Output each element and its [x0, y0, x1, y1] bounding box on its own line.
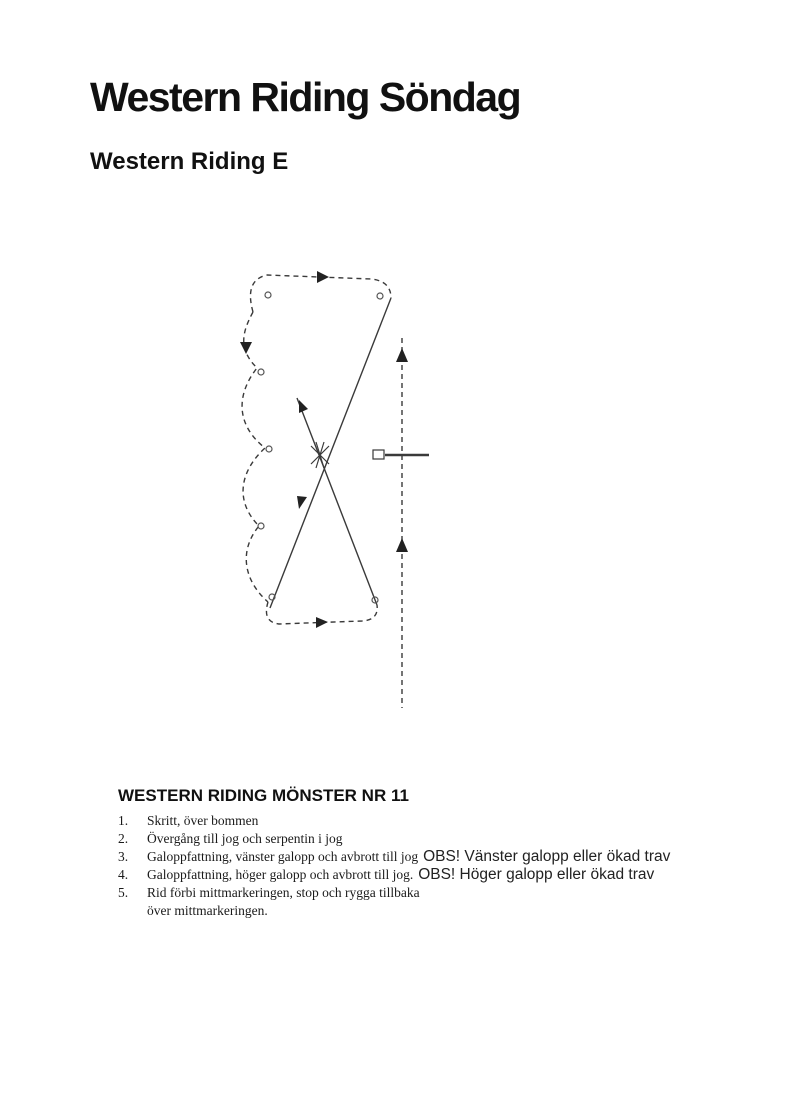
arrow-right-icon [316, 617, 328, 628]
step-obs-note: OBS! Höger galopp eller ökad trav [418, 866, 655, 883]
step-text: över mittmarkeringen. [147, 903, 268, 918]
pattern-section: WESTERN RIDING MÖNSTER NR 11 1. Skritt, ö… [118, 786, 788, 920]
pattern-step: 2. Övergång till jog och serpentin i jog [118, 830, 788, 848]
step-number: 4. [118, 867, 129, 882]
pattern-step: 3. Galoppfattning, vänster galopp och avb… [118, 848, 788, 866]
riding-pattern-diagram [215, 250, 455, 720]
step-text: Galoppfattning, höger galopp och avbrott… [147, 867, 414, 882]
center-cross-scribble [310, 441, 330, 469]
step-text: Galoppfattning, vänster galopp och avbro… [147, 849, 419, 864]
arrow-down-icon [240, 342, 252, 354]
pattern-heading: WESTERN RIDING MÖNSTER NR 11 [118, 786, 409, 805]
pattern-step-continuation: över mittmarkeringen. [118, 902, 788, 920]
pattern-step: 5. Rid förbi mittmarkeringen, stop och ry… [118, 884, 788, 902]
serpentine-path [241, 311, 269, 603]
cone-marker-icon [376, 292, 384, 300]
step-number: 1. [118, 813, 129, 828]
pattern-step: 4. Galoppfattning, höger galopp och avbro… [118, 866, 788, 884]
cone-marker-icon [264, 291, 272, 299]
pole-end-block [372, 449, 385, 460]
arrow-downleft-icon [297, 496, 307, 509]
arrow-up-icon [396, 538, 408, 552]
step-number: 5. [118, 885, 129, 900]
page-subtitle: Western Riding E [90, 148, 289, 175]
step-number: 3. [118, 849, 129, 864]
direction-arrows [240, 271, 408, 628]
bottom-loop-path [265, 601, 378, 625]
step-text: Rid förbi mittmarkeringen, stop och rygg… [147, 885, 420, 900]
step-number: 2. [118, 831, 129, 846]
arrow-right-icon [317, 271, 329, 283]
step-obs-note: OBS! Vänster galopp eller ökad trav [423, 848, 671, 865]
riding-pattern-svg [240, 271, 429, 708]
arrow-up-icon [396, 348, 408, 362]
cone-marker-icon [257, 522, 265, 530]
page-title: Western Riding Söndag [90, 74, 522, 120]
cone-marker-icon [265, 445, 273, 453]
arrow-upleft-icon [299, 400, 308, 413]
cone-markers [257, 291, 384, 604]
pattern-step: 1. Skritt, över bommen [118, 812, 788, 830]
step-text: Övergång till jog och serpentin i jog [147, 831, 343, 846]
cone-marker-icon [371, 596, 379, 604]
diagonal-line-a [269, 297, 392, 609]
step-text: Skritt, över bommen [147, 813, 259, 828]
diagonal-line-b [296, 397, 378, 606]
cone-marker-icon [257, 368, 265, 376]
cone-marker-icon [268, 593, 276, 601]
